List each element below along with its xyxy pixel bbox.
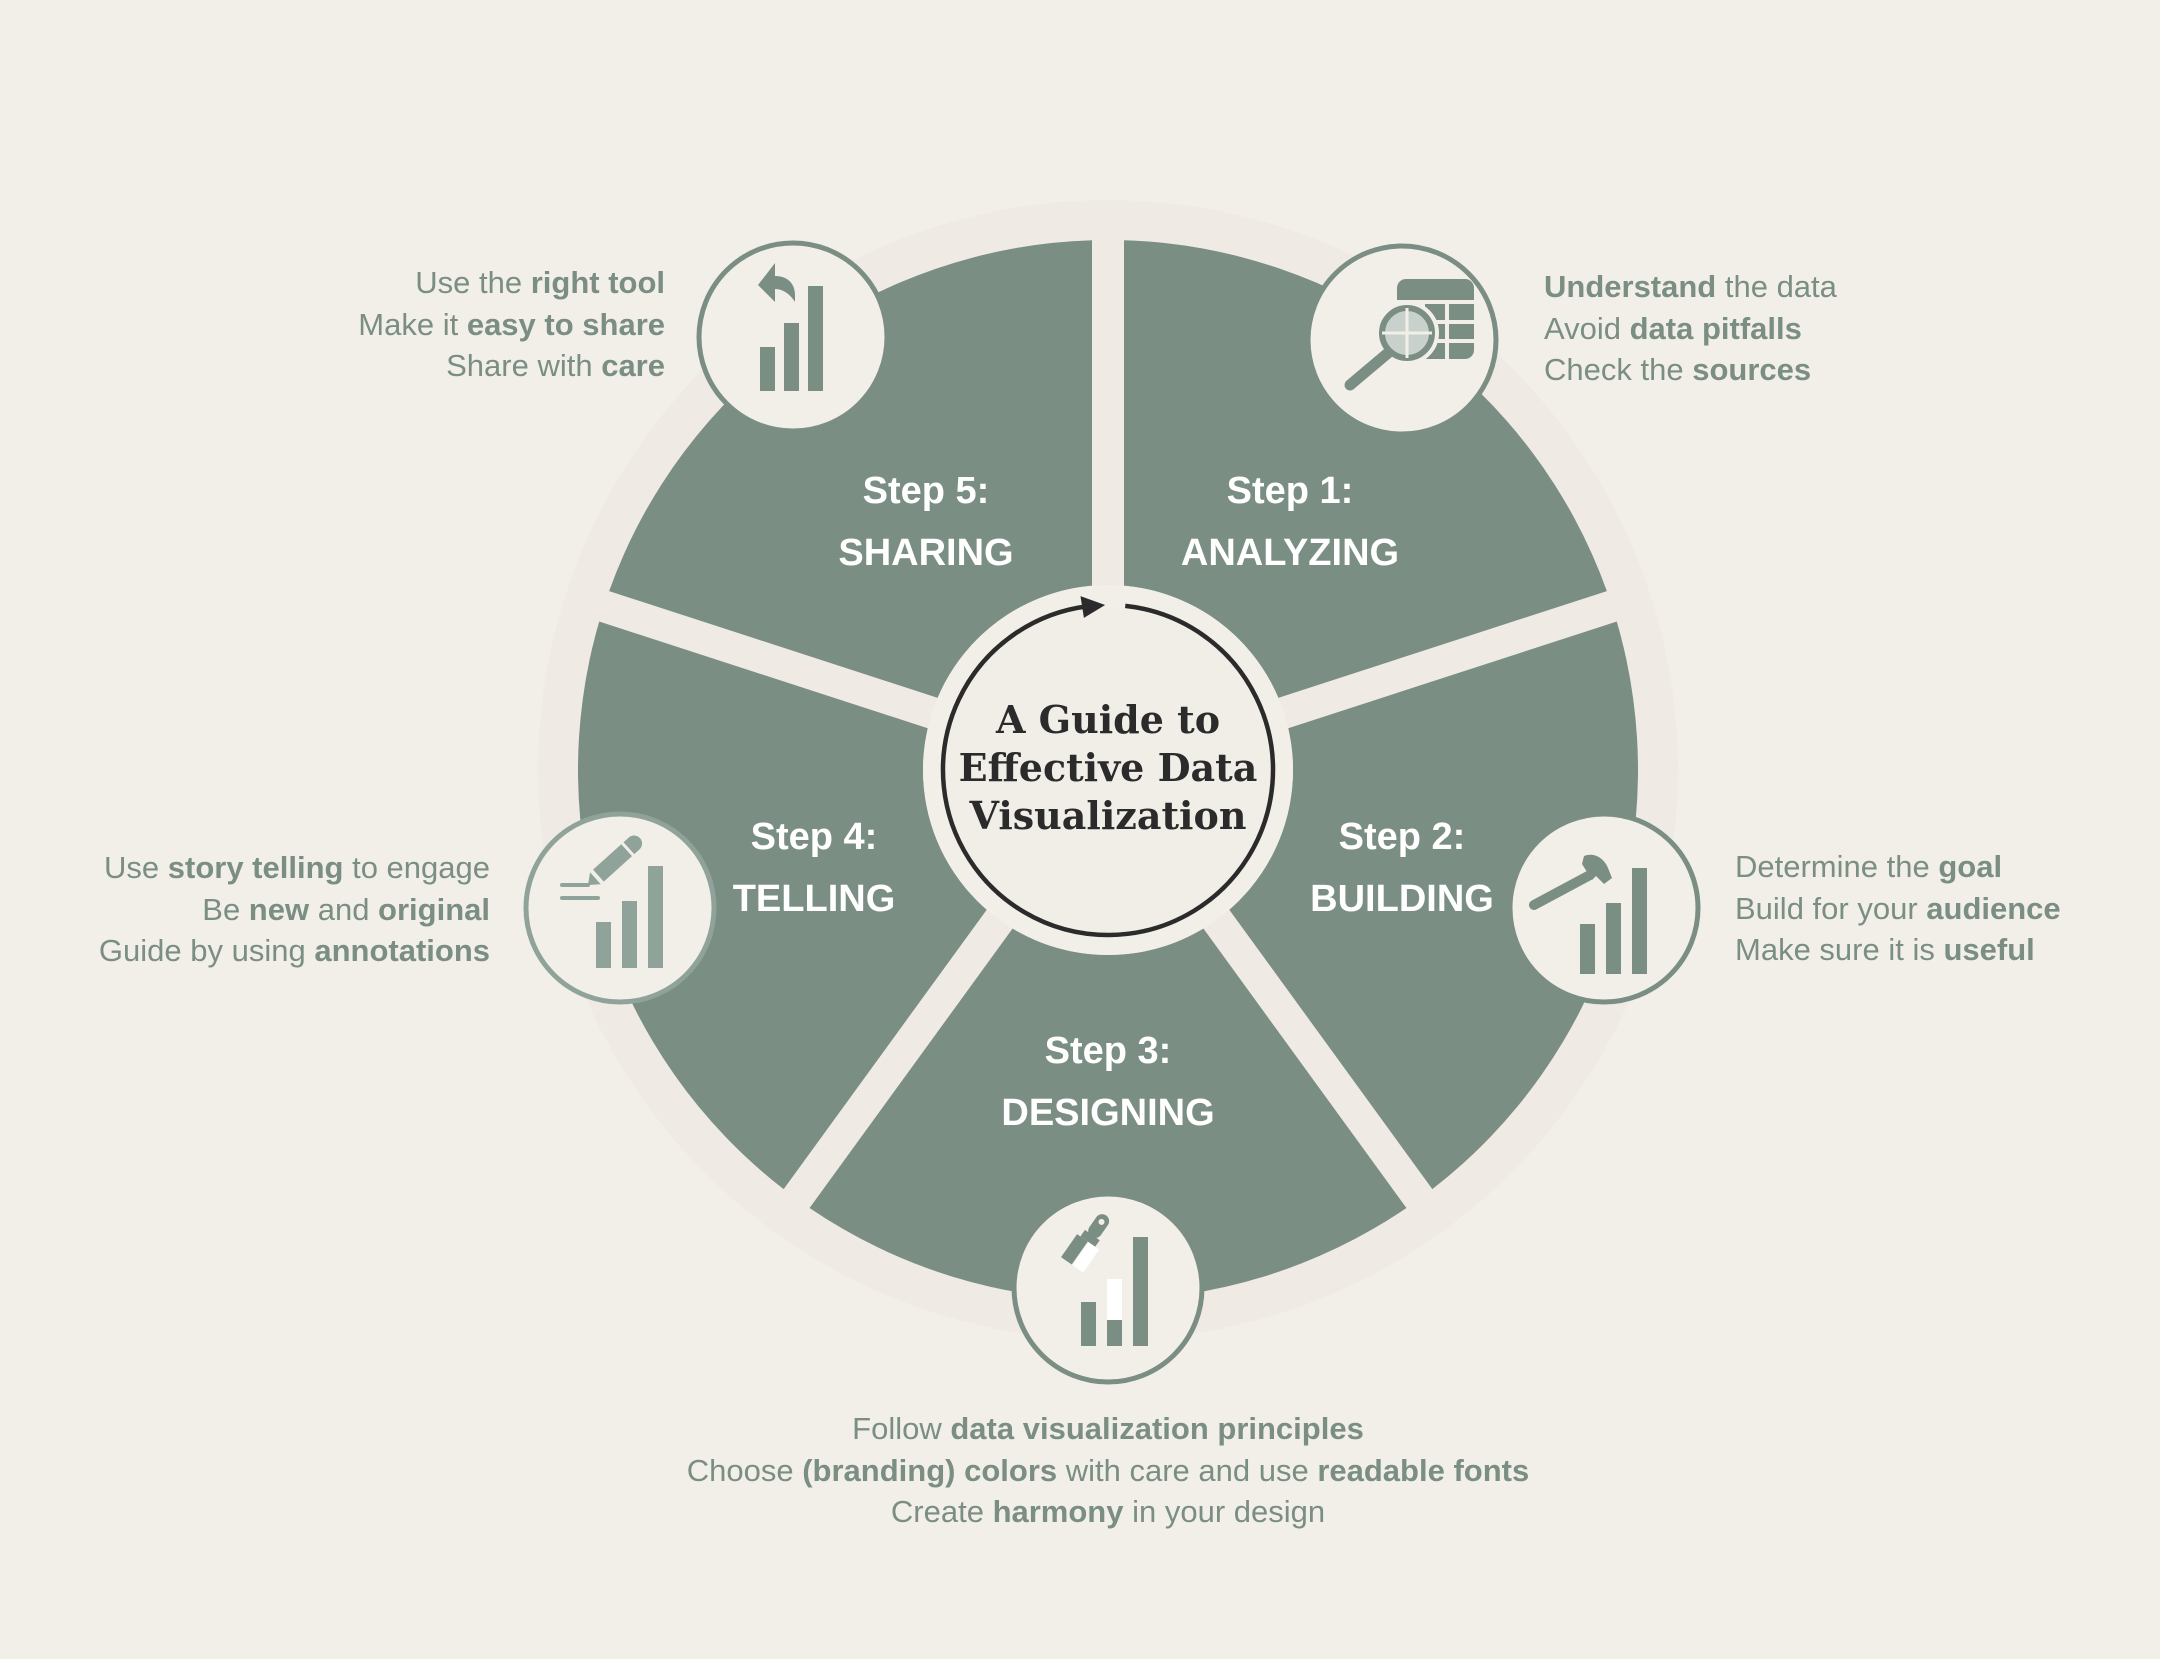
step4-name: TELLING: [733, 878, 896, 920]
table-magnifier-icon: [1305, 243, 1499, 437]
hub-title-line1: A Guide to: [995, 697, 1220, 742]
step4-number: Step 4:: [751, 816, 878, 858]
step3-number: Step 3:: [1045, 1030, 1172, 1072]
step3-description: Follow data visualization principles Cho…: [0, 1408, 2160, 1533]
step2-line: Build for your audience: [1735, 890, 2061, 926]
segment-5: [609, 240, 1092, 698]
share-chart-icon: [696, 240, 890, 434]
step3-name: DESIGNING: [1001, 1092, 1214, 1134]
paintbrush-chart-icon: [1011, 1191, 1205, 1385]
step1-line: Understand the data: [1544, 269, 1837, 304]
step2-number: Step 2:: [1339, 816, 1466, 858]
step5-line: Share with care: [446, 348, 665, 383]
step3-line: Create harmony in your design: [890, 1494, 1326, 1529]
segments: [578, 240, 1639, 1300]
step1-number: Step 1:: [1227, 470, 1354, 512]
step1-description: Understand the data Avoid data pitfalls …: [1544, 266, 1837, 391]
step2-line: Make sure it is useful: [1735, 932, 2035, 967]
segment-2: [1229, 621, 1639, 1190]
step1-line: Avoid data pitfalls: [1544, 310, 1802, 346]
step5-line: Make it easy to share: [358, 306, 665, 342]
step3-line: Follow data visualization principles: [852, 1411, 1364, 1446]
step4-description: Use story telling to engage Be new and o…: [99, 847, 490, 972]
step4-line: Use story telling to engage: [104, 850, 490, 885]
segment-1: [1124, 240, 1607, 698]
hub-title-line2: Effective Data: [959, 745, 1258, 790]
segment-4: [578, 621, 987, 1190]
step4-line: Be new and original: [202, 891, 490, 927]
hammer-chart-icon: [1507, 811, 1701, 1005]
cycle-ring: [940, 603, 1276, 938]
step5-description: Use the right tool Make it easy to share…: [358, 262, 665, 387]
hub-title-line3: Visualization: [969, 793, 1247, 838]
step5-line: Use the right tool: [415, 265, 665, 300]
step5-number: Step 5:: [863, 470, 990, 512]
step1-line: Check the sources: [1544, 352, 1812, 387]
pencil-chart-icon: [523, 811, 717, 1005]
step2-description: Determine the goal Build for your audien…: [1735, 846, 2061, 971]
step1-name: ANALYZING: [1181, 532, 1399, 574]
cycle-arrow-icon: [1080, 596, 1106, 618]
step2-line: Determine the goal: [1735, 849, 2003, 884]
segment-3: [809, 928, 1407, 1300]
step4-line: Guide by using annotations: [98, 933, 490, 968]
step2-name: BUILDING: [1310, 878, 1494, 920]
step3-line: Choose (branding) colors with care and u…: [686, 1452, 1530, 1488]
step5-name: SHARING: [838, 532, 1013, 574]
hub-inner: [946, 608, 1270, 932]
